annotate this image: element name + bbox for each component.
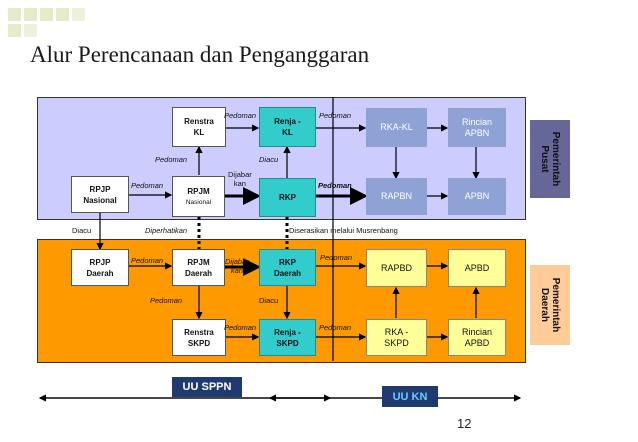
edge-label-pedoman: Pedoman [224,323,257,332]
rpjm-daerah-box: RPJM Daerah [172,249,225,286]
rapbd-box: RAPBD [366,249,427,287]
rkp-daerah-box: RKP Daerah [259,249,316,286]
pemerintah-daerah-label: Pemerintah Daerah [530,265,570,345]
rincian-apbd-box: Rincian APBD [448,319,506,356]
corner-square [72,8,85,21]
apbd-box: APBD [448,249,506,287]
uu-sppn-label: UU SPPN [172,377,242,397]
edge-label-diserasikan: Diserasikan melalui Musrenbang [289,226,398,235]
pemerintah-pusat-label: Pemerintah Pusat [530,120,570,198]
uu-kn-label: UU KN [382,386,438,407]
edge-label-pedoman: Pedoman [131,181,164,190]
slide-title: Alur Perencanaan dan Penganggaran [30,42,370,67]
corner-square [8,8,21,21]
edge-label-pedoman: Pedoman [150,296,183,305]
rka-kl-box: RKA-KL [366,108,427,147]
corner-square [40,8,53,21]
renstra-skpd-box: Renstra SKPD [172,319,226,356]
edge-label-pedoman: Pedoman [320,253,353,262]
rkp-box: RKP [259,178,316,217]
edge-label-diacu: Diacu [259,155,279,164]
edge-label-pedoman: Pedoman [318,181,352,190]
renja-kl-box: Renja - KL [259,107,316,147]
edge-label-pedoman: Pedoman [319,323,352,332]
corner-square [8,24,21,37]
edge-label-diacu: Diacu [259,296,279,305]
rapbn-box: RAPBN [366,178,427,215]
edge-label-pedoman: Pedoman [155,155,188,164]
edge-label-dijabarkan: Dijabar kan [228,170,252,188]
rincian-apbn-box: Rincian APBN [448,108,506,147]
corner-square [56,8,69,21]
rpjp-daerah-box: RPJP Daerah [71,249,129,286]
renja-skpd-box: Renja - SKPD [259,319,316,356]
edge-label-pedoman: Pedoman [319,111,352,120]
rka-skpd-box: RKA - SKPD [366,319,427,356]
renstra-kl-box: Renstra KL [172,107,226,147]
corner-square [24,8,37,21]
rpjm-nasional-sub: Nasional [185,198,212,206]
apbn-box: APBN [448,178,506,215]
page-number: 12 [457,416,472,431]
edge-label-dijabarkan: Dijabar kan [225,257,249,275]
rpjp-nasional-box: RPJP Nasional [71,176,129,213]
rpjm-nasional-box: RPJM Nasional [172,176,225,217]
corner-square [24,24,37,37]
edge-label-pedoman: Pedoman [131,256,164,265]
edge-label-diacu: Diacu [72,226,92,235]
edge-label-pedoman: Pedoman [224,111,257,120]
edge-label-diperhatikan: Diperhatikan [145,226,188,235]
